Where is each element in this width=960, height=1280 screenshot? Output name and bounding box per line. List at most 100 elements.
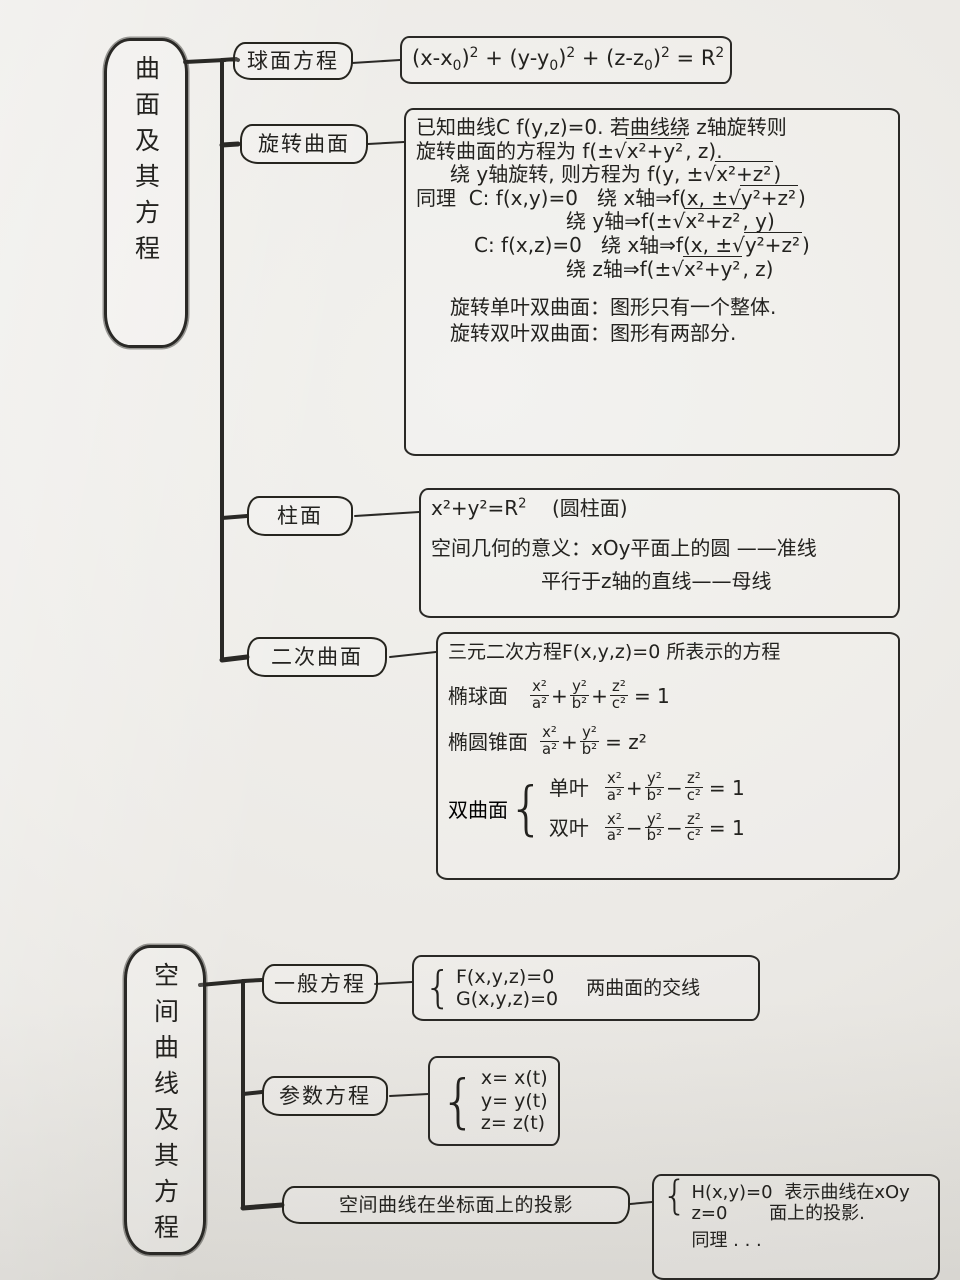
frac-y2-b2-one: y² b² [644, 770, 664, 803]
proj-note-2: 面上的投影. [769, 1203, 865, 1225]
content-box-general-equation: { F(x,y,z)=0 G(x,y,z)=0 两曲面的交线 [412, 955, 760, 1021]
op-plus-one: + [625, 775, 643, 800]
sphere-eq-sub2: 0 [549, 57, 559, 74]
branch-label-sphere: 球面方程 [247, 48, 339, 73]
den-a2-one: a² [604, 786, 624, 804]
hyperboloid-one-sheet: 单叶 x² a² + y² b² − z² c² [549, 770, 745, 804]
op-plus-2: + [591, 683, 608, 708]
proj-note-1: 表示曲线在xOy [784, 1182, 910, 1203]
num-y2-two: y² [646, 810, 662, 828]
frac-y2-b2-two: y² b² [644, 810, 664, 844]
cyl-l1sup: 2 [518, 496, 527, 512]
num-y2: y² [572, 678, 587, 696]
frac-z2-c2-two: z² c² [684, 811, 703, 845]
content-box-quadric: 三元二次方程F(x,y,z)=0 所表示的方程 椭球面 x² a² + y² b… [436, 632, 900, 880]
revolution-line-6: C: f(x,z)=0 绕 x轴⇒f(x, ±√y²+z²) [474, 231, 810, 257]
revolution-line-8: 旋转单叶双曲面：图形只有一个整体. [450, 295, 777, 320]
sphere-eq-p5: + (z-z [581, 45, 644, 70]
frac-y2-b2: y² b² [569, 678, 590, 712]
branch-label-cylinder: 柱面 [277, 503, 323, 528]
parametric-rows: x= x(t) y= y(t) z= z(t) [481, 1067, 548, 1134]
op-plus-cone: + [561, 729, 578, 754]
rev-l4a: 同理 [416, 185, 456, 210]
rev-l2a: 旋转曲面的方程为 [416, 138, 576, 163]
den-a2-cone: a² [540, 740, 559, 758]
general-equation-line-1: F(x,y,z)=0 [456, 965, 555, 988]
two-sheet-label: 双叶 [548, 815, 589, 840]
brace-hyperboloid: { [508, 774, 545, 843]
rev-l6c: y²+z² [743, 231, 802, 257]
branch-node-quadric[interactable]: 二次曲面 [247, 637, 387, 677]
projection-rows: H(x,y)=0 表示曲线在xOy z=0 面上的投影. 同理 . . . [691, 1180, 909, 1252]
root-label-space-curves: 空间曲线及其方程 [150, 962, 180, 1250]
sphere-eq-sup2: 2 [566, 44, 576, 61]
projection-line-2: z=0 面上的投影. [691, 1203, 909, 1224]
sphere-eq-p2: ) [461, 45, 470, 70]
num-x2: x² [532, 678, 547, 696]
frac-x2-a2: x² a² [530, 679, 549, 711]
revolution-line-2: 旋转曲面的方程为 f(±√x²+y², z). [416, 137, 723, 163]
revolution-line-1: 已知曲线C f(y,z)=0. 若曲线绕 z轴旋转则 [416, 115, 888, 140]
branch-label-general-equation: 一般方程 [274, 971, 366, 996]
branch-label-projection: 空间曲线在坐标面上的投影 [338, 1193, 573, 1216]
rev-l2d: , z). [685, 138, 723, 163]
content-box-cylinder: x²+y²=R2 (圆柱面) 空间几何的意义：xOy平面上的圆 ——准线 平行于… [419, 488, 900, 618]
branch-node-sphere[interactable]: 球面方程 [233, 42, 353, 80]
general-equation-note: 两曲面的交线 [586, 976, 701, 999]
op-minus-one: − [666, 775, 683, 800]
sphere-eq-sup4: 2 [715, 44, 725, 61]
root-node-surfaces[interactable]: 曲面及其方程 [104, 38, 188, 348]
rev-l5c: , y) [742, 209, 775, 234]
rev-l3b: f(y, ± [647, 162, 704, 187]
num-x2-two: x² [607, 810, 622, 828]
revolution-line-3: 绕 y轴旋转, 则方程为 f(y, ±√x²+z²) [450, 161, 782, 187]
ellipsoid-label: 椭球面 [448, 683, 508, 708]
rev-l6d: ) [801, 232, 810, 257]
rev-l4d: y²+z² [739, 184, 799, 210]
den-b2: b² [569, 694, 590, 712]
branch-node-revolution[interactable]: 旋转曲面 [240, 124, 368, 164]
rev-l7b: x²+y² [682, 255, 743, 281]
num-z2-one: z² [686, 770, 701, 788]
content-box-projection: { H(x,y)=0 表示曲线在xOy z=0 面上的投影. 同理 . . . [652, 1174, 940, 1280]
sphere-eq-p4: ) [558, 45, 567, 70]
branch-node-cylinder[interactable]: 柱面 [247, 496, 353, 536]
rev-l3d: ) [773, 162, 782, 187]
frac-z2-c2: z² c² [609, 679, 628, 712]
root-node-space-curves[interactable]: 空间曲线及其方程 [124, 945, 206, 1255]
rev-l6b: 绕 x轴⇒f(x, ± [600, 232, 733, 257]
parametric-line-3: z= z(t) [480, 1112, 546, 1135]
den-c2-two: c² [684, 827, 703, 845]
op-minus-two-1: − [625, 815, 643, 840]
num-y2-cone: y² [582, 724, 597, 742]
eq-one-2: = 1 [708, 775, 745, 800]
branch-label-quadric: 二次曲面 [271, 644, 363, 669]
quadric-line-1: 三元二次方程F(x,y,z)=0 所表示的方程 [448, 641, 781, 663]
den-c2: c² [609, 694, 628, 712]
branch-node-general-equation[interactable]: 一般方程 [262, 964, 378, 1004]
quadric-hyperboloid-group: 双曲面 { 单叶 x² a² + y² b² − [448, 770, 888, 845]
rev-l4c: 绕 x轴⇒f(x, ± [597, 185, 729, 210]
eq-one-3: = 1 [708, 815, 745, 840]
root-label-surfaces: 曲面及其方程 [131, 55, 161, 271]
content-box-parametric-equation: { x= x(t) y= y(t) z= z(t) [428, 1056, 560, 1146]
den-c2-one: c² [684, 786, 703, 804]
projection-line-1: H(x,y)=0 表示曲线在xOy [691, 1182, 909, 1203]
parametric-line-2: y= y(t) [480, 1089, 548, 1112]
hyperboloid-rows: 单叶 x² a² + y² b² − z² c² [548, 770, 745, 845]
cylinder-line-3: 平行于z轴的直线——母线 [541, 569, 772, 594]
eq-z2: = z² [605, 729, 647, 754]
parametric-line-1: x= x(t) [480, 1067, 548, 1090]
rev-l4e: ) [798, 185, 806, 210]
frac-x2-a2-cone: x² a² [540, 725, 559, 757]
rev-l7c: , z) [742, 256, 774, 281]
rev-l3c: x²+z² [715, 161, 774, 187]
num-y2-one: y² [646, 770, 662, 788]
frac-x2-a2-two: x² a² [604, 810, 624, 844]
branch-node-projection[interactable]: 空间曲线在坐标面上的投影 [282, 1186, 630, 1224]
rev-l2b: f(± [582, 138, 614, 163]
hyperboloid-label: 双曲面 [448, 798, 508, 822]
sphere-eq-sup3: 2 [661, 44, 670, 61]
branch-node-parametric-equation[interactable]: 参数方程 [262, 1076, 388, 1116]
